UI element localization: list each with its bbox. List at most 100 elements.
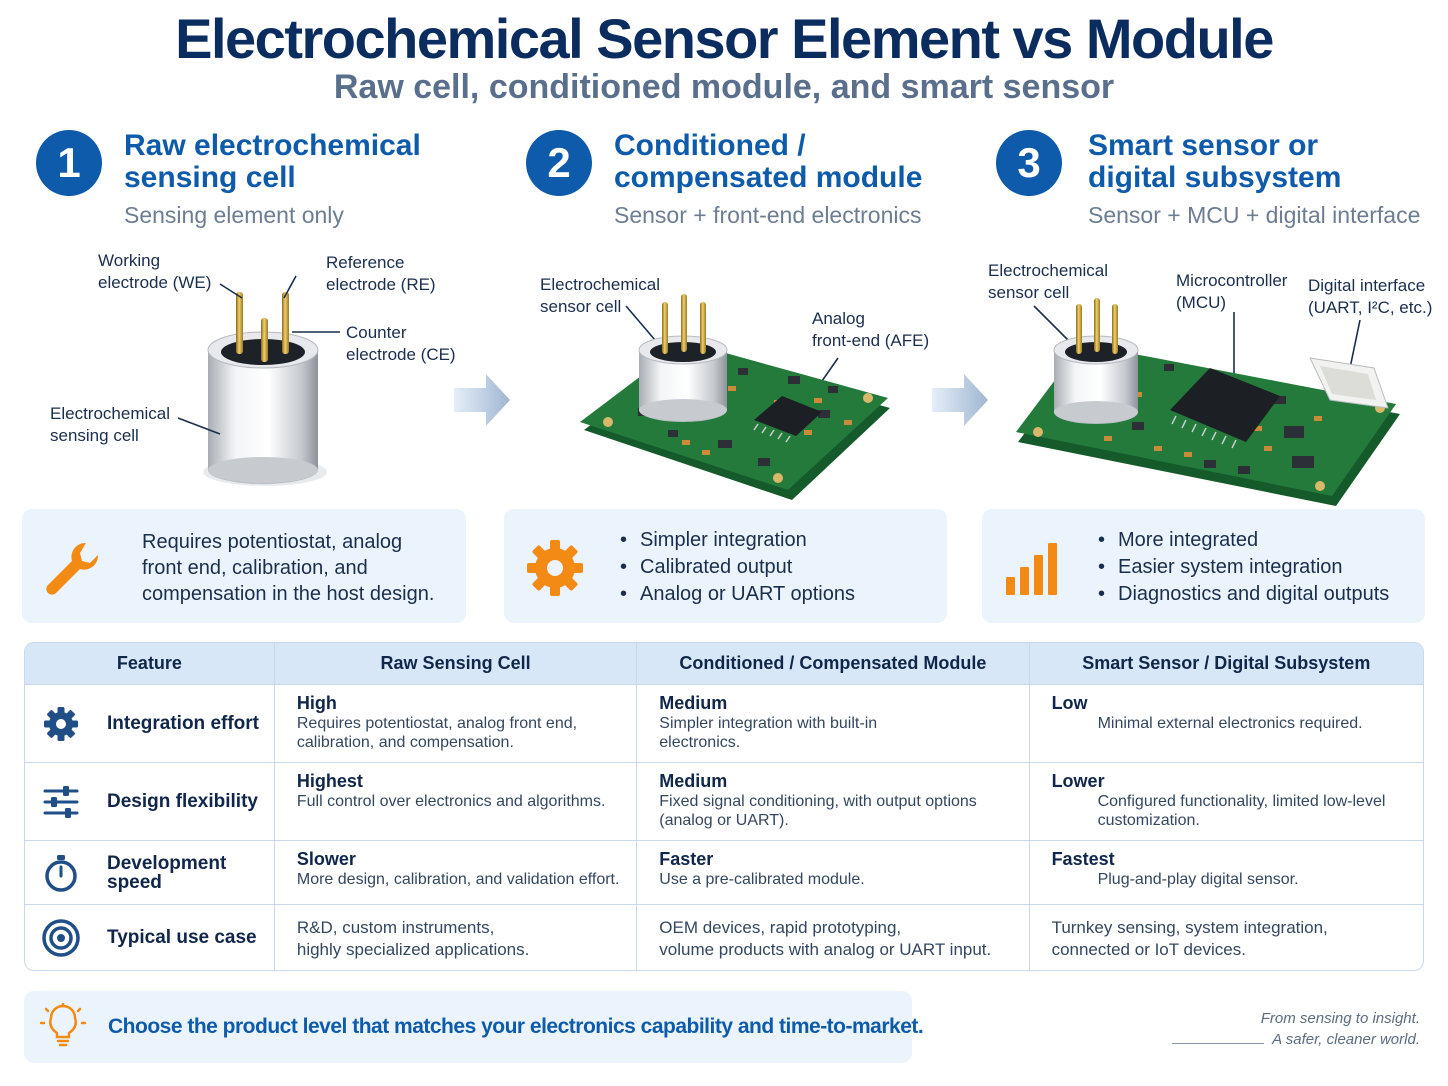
callout-working-electrode: Working electrode (WE) [98, 251, 212, 292]
step-title: Smart sensor or digital subsystem [1088, 129, 1342, 194]
cell-description: Turnkey sensing, system integration, con… [1051, 918, 1328, 959]
smart-sensor-illustration [1016, 298, 1400, 506]
callout-analog-front-end: Analog front-end (AFE) [812, 309, 930, 350]
step-number-badge: 1 [36, 130, 102, 196]
list-item: Calibrated output [620, 554, 855, 581]
sliders-icon [43, 785, 79, 818]
feature-cell: Development speed [25, 840, 275, 904]
cell-description: Configured functionality, limited low-le… [1097, 793, 1386, 829]
table-cell: OEM devices, rapid prototyping, volume p… [637, 904, 1030, 970]
list-item: Simpler integration [620, 527, 855, 554]
page-subtitle: Raw cell, conditioned module, and smart … [333, 68, 1115, 106]
feature-label: Development speed [107, 852, 227, 893]
level-label: Low [1051, 693, 1088, 713]
level-label: High [296, 693, 337, 713]
callout-sensing-cell: Electrochemical sensing cell [50, 404, 170, 445]
tagline-line-1: From sensing to insight. [1260, 1010, 1420, 1027]
cell-description: R&D, custom instruments, highly speciali… [296, 918, 530, 959]
callout-smart-sensor-cell: Electrochemical sensor cell [988, 261, 1108, 302]
module-summary-panel: Simpler integration Calibrated output An… [504, 509, 947, 623]
gear-icon [527, 540, 583, 596]
tip-banner: Choose the product level that matches yo… [24, 991, 924, 1063]
list-item: More integrated [1098, 527, 1389, 554]
smart-sensor-summary-panel: More integrated Easier system integratio… [982, 509, 1425, 623]
bar-chart-icon [1006, 543, 1057, 595]
gear-icon [44, 706, 78, 741]
arrow-right-icon [932, 374, 988, 426]
level-label: Medium [659, 771, 728, 791]
step-subtitle: Sensor + MCU + digital interface [1088, 202, 1421, 228]
step-number-badge: 2 [526, 130, 592, 196]
level-label: Fastest [1051, 849, 1115, 869]
column-header: Smart Sensor / Digital Subsystem [1029, 643, 1423, 684]
level-label: Medium [659, 693, 728, 713]
level-label: Lower [1051, 771, 1105, 791]
comparison-table: Feature Raw Sensing Cell Conditioned / C… [24, 642, 1424, 971]
callout-counter-electrode: Counter electrode (CE) [346, 323, 456, 364]
feature-label: Design flexibility [107, 791, 258, 812]
column-header: Conditioned / Compensated Module [637, 643, 1030, 684]
feature-cell: Design flexibility [25, 762, 275, 840]
raw-cell-summary-text: Requires potentiostat, analog front end,… [142, 531, 435, 605]
cell-description: OEM devices, rapid prototyping, volume p… [659, 918, 992, 959]
cell-description: Simpler integration with built-in electr… [659, 715, 878, 751]
wrench-icon [46, 542, 99, 595]
cell-description: Requires potentiostat, analog front end,… [296, 715, 578, 751]
table-cell: R&D, custom instruments, highly speciali… [274, 904, 638, 970]
callout-digital-interface: Digital interface (UART, I²C, etc.) [1308, 276, 1433, 317]
level-label: Highest [296, 771, 363, 791]
list-item: Diagnostics and digital outputs [1098, 581, 1389, 608]
cell-description: Minimal external electronics required. [1097, 715, 1363, 732]
tagline-divider [1172, 1043, 1264, 1044]
module-benefit-list: Simpler integration Calibrated output An… [620, 527, 855, 608]
step-number-badge: 3 [996, 130, 1062, 196]
level-label: Slower [296, 849, 356, 869]
callout-microcontroller: Microcontroller (MCU) [1176, 271, 1288, 312]
table-row: Typical use case R&D, custom instruments… [25, 904, 1423, 970]
sensor-cell-illustration [203, 292, 327, 486]
feature-label: Typical use case [107, 927, 257, 948]
cell-description: Use a pre-calibrated module. [659, 871, 865, 888]
cell-description: Full control over electronics and algori… [296, 793, 606, 810]
smart-sensor-benefit-list: More integrated Easier system integratio… [1098, 527, 1389, 608]
step-subtitle: Sensor + front-end electronics [614, 202, 922, 228]
target-icon [42, 918, 80, 957]
feature-label: Integration effort [107, 713, 259, 734]
step-title: Raw electrochemical sensing cell [124, 129, 421, 194]
table-cell: Turnkey sensing, system integration, con… [1029, 904, 1423, 970]
tip-text: Choose the product level that matches yo… [108, 1015, 924, 1038]
stopwatch-icon [45, 854, 77, 892]
feature-cell: Typical use case [25, 904, 275, 970]
table-header-row: Feature Raw Sensing Cell Conditioned / C… [25, 643, 1423, 684]
conditioned-module-illustration [580, 294, 890, 500]
list-item: Analog or UART options [620, 581, 855, 608]
tagline-line-2: A safer, cleaner world. [1272, 1031, 1420, 1048]
feature-cell: Integration effort [25, 684, 275, 762]
callout-module-sensor-cell: Electrochemical sensor cell [540, 275, 660, 316]
callout-reference-electrode: Reference electrode (RE) [326, 253, 436, 294]
step-subtitle: Sensing element only [124, 202, 344, 228]
cell-description: Plug-and-play digital sensor. [1097, 871, 1299, 888]
level-label: Faster [659, 849, 714, 869]
list-item: Easier system integration [1098, 554, 1389, 581]
cell-description: More design, calibration, and validation… [296, 871, 620, 888]
column-header: Raw Sensing Cell [274, 643, 638, 684]
lightbulb-icon [40, 1003, 86, 1047]
raw-cell-summary-panel: Requires potentiostat, analog front end,… [22, 509, 466, 623]
arrow-right-icon [454, 374, 510, 426]
cell-description: Fixed signal conditioning, with output o… [659, 793, 977, 829]
column-header: Feature [25, 643, 275, 684]
step-title: Conditioned / compensated module [614, 129, 923, 194]
